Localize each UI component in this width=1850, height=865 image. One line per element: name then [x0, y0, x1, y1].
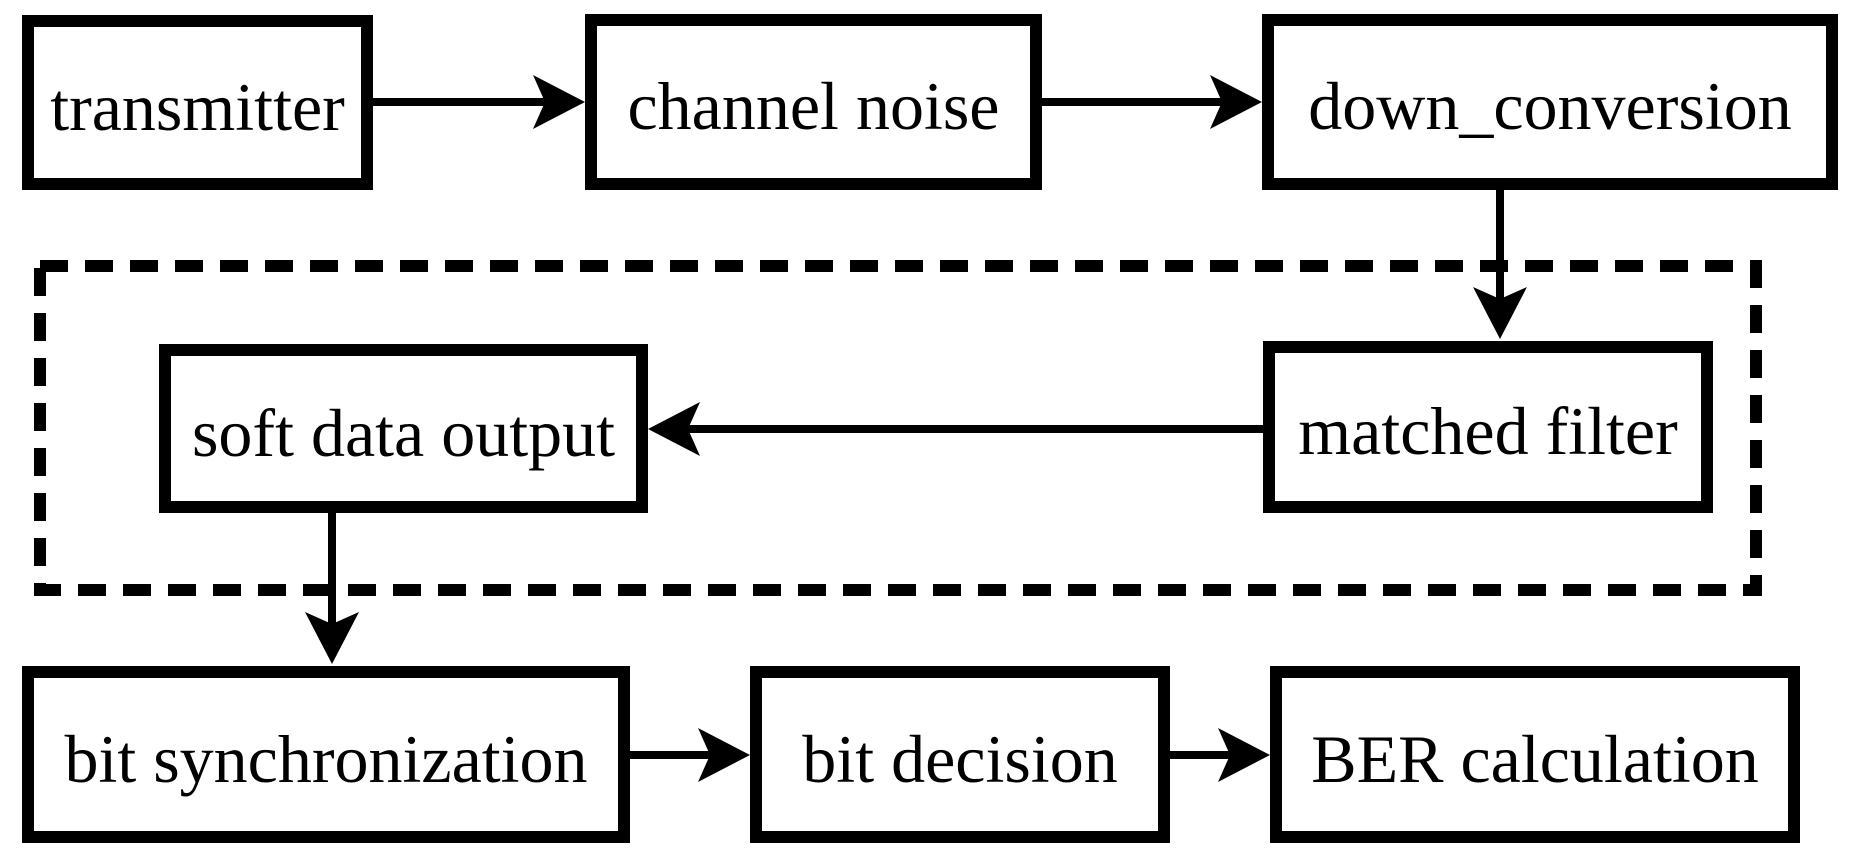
arrow-bit-synchronization-to-bit-decision [630, 728, 750, 782]
node-channel-noise-label: channel noise [627, 68, 1000, 144]
arrow-down-conversion-to-matched-filter [1473, 190, 1527, 339]
node-bit-decision: bit decision [750, 666, 1170, 843]
node-matched-filter-label: matched filter [1298, 393, 1678, 469]
dashed-group-box [34, 260, 1762, 596]
node-ber-calculation: BER calculation [1270, 666, 1800, 843]
node-matched-filter: matched filter [1263, 341, 1713, 513]
arrow-bit-decision-to-ber-calculation [1170, 728, 1270, 782]
arrow-soft-data-output-to-bit-synchronization [305, 513, 359, 664]
node-transmitter-label: transmitter [50, 68, 345, 145]
node-soft-data-output: soft data output [159, 344, 648, 513]
node-down-conversion: down_conversion [1262, 14, 1838, 190]
node-bit-synchronization: bit synchronization [22, 666, 630, 843]
node-bit-decision-label: bit decision [802, 720, 1118, 797]
arrow-matched-filter-to-soft-data-output [648, 402, 1263, 456]
node-down-conversion-label: down_conversion [1308, 68, 1792, 144]
arrow-channel-noise-to-down-conversion [1042, 75, 1262, 129]
node-bit-synchronization-label: bit synchronization [64, 720, 588, 797]
arrow-transmitter-to-channel-noise [373, 75, 585, 129]
node-channel-noise: channel noise [585, 14, 1042, 190]
node-soft-data-output-label: soft data output [191, 394, 616, 471]
node-transmitter: transmitter [22, 15, 373, 190]
node-ber-calculation-label: BER calculation [1311, 720, 1759, 797]
